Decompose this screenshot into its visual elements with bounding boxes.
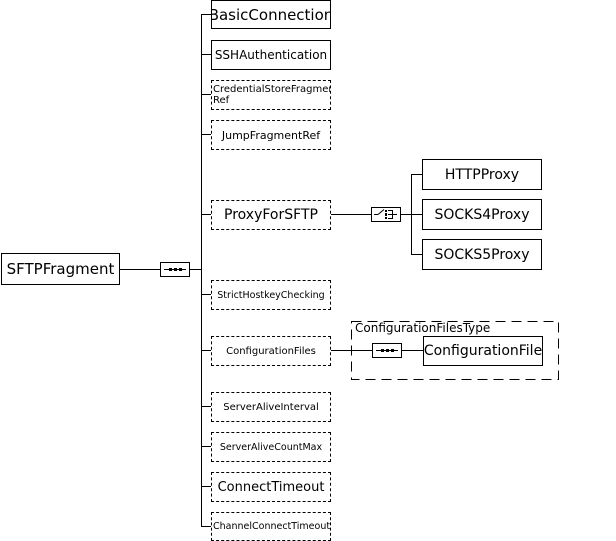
element-stricthostkeychecking[interactable]: StrictHostkeyChecking xyxy=(211,280,331,310)
element-label: SOCKS5Proxy xyxy=(434,246,530,263)
element-sshauthentication[interactable]: SSHAuthentication xyxy=(211,40,331,70)
root-label: SFTPFragment xyxy=(6,260,115,278)
configuration-files-type-group xyxy=(351,321,559,380)
element-label: ServerAliveCountMax xyxy=(219,441,323,453)
element-label: ConnectTimeout xyxy=(217,479,325,495)
element-label: ChannelConnectTimeout xyxy=(213,521,331,532)
element-label: StrictHostkeyChecking xyxy=(217,289,325,301)
root-element-sftpfragment[interactable]: SFTPFragment xyxy=(1,253,120,285)
element-label: ConfigurationFile xyxy=(423,343,543,359)
element-channelconnecttimeout[interactable]: ChannelConnectTimeout xyxy=(211,512,331,541)
element-configurationfile[interactable]: ConfigurationFile xyxy=(423,336,543,366)
element-socks4proxy[interactable]: SOCKS4Proxy xyxy=(422,199,542,230)
element-label: JumpFragmentRef xyxy=(221,128,321,142)
element-label: SOCKS4Proxy xyxy=(434,206,530,223)
element-socks5proxy[interactable]: SOCKS5Proxy xyxy=(422,239,542,270)
element-label: ConfigurationFiles xyxy=(226,345,316,357)
element-jumpfragmentref[interactable]: JumpFragmentRef xyxy=(211,120,331,150)
element-label: ServerAliveInterval xyxy=(223,401,319,413)
element-httpproxy[interactable]: HTTPProxy xyxy=(422,159,542,190)
element-label: SSHAuthentication xyxy=(214,48,328,62)
sequence-compositor-icon xyxy=(160,262,190,277)
choice-compositor-icon xyxy=(371,207,401,222)
element-label: ProxyForSFTP xyxy=(224,207,318,223)
configuration-files-type-label: ConfigurationFilesType xyxy=(355,321,491,335)
element-label-line2: Ref xyxy=(213,95,230,106)
element-serveraliveinterval[interactable]: ServerAliveInterval xyxy=(211,392,331,422)
element-basicconnection[interactable]: BasicConnection xyxy=(211,0,331,29)
sequence-compositor-icon xyxy=(372,343,402,358)
element-label: BasicConnection xyxy=(211,5,331,24)
element-serveralivecountmax[interactable]: ServerAliveCountMax xyxy=(211,432,331,462)
element-label-line1: CredentialStoreFragmen xyxy=(213,84,331,95)
element-configurationfiles[interactable]: ConfigurationFiles xyxy=(211,336,331,366)
element-credentialstorefragmentref[interactable]: CredentialStoreFragmen Ref xyxy=(211,80,331,110)
element-label: HTTPProxy xyxy=(444,166,520,183)
element-proxyforsftp[interactable]: ProxyForSFTP xyxy=(211,200,331,230)
element-connecttimeout[interactable]: ConnectTimeout xyxy=(211,472,331,502)
